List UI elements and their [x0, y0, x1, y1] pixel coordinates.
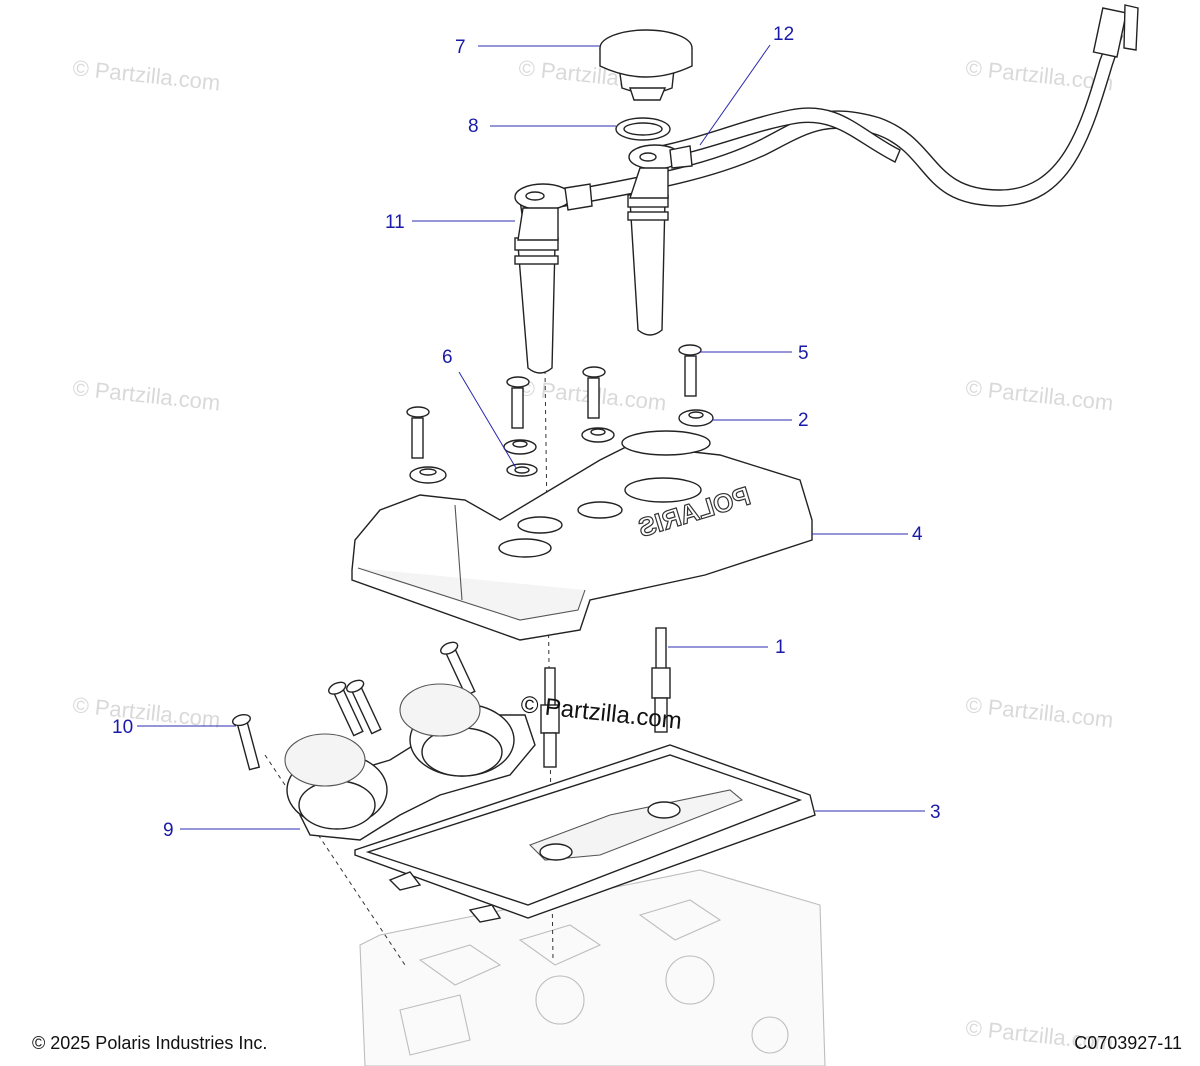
- ignition-coil-front: [514, 183, 593, 374]
- o-ring: [615, 117, 671, 141]
- leader-lines: [137, 44, 925, 830]
- cylinder-head-ghost: [359, 869, 826, 1066]
- diagram-code: C0703927-11: [1074, 1033, 1182, 1053]
- watermark-text: © Partzilla.com: [71, 375, 221, 415]
- ignition-coil-rear: [627, 144, 693, 336]
- intake-boots: [284, 683, 536, 841]
- grommets: [409, 409, 714, 484]
- valve-cover-gasket: [354, 744, 816, 923]
- callout-10: 10: [112, 717, 133, 738]
- callout-4: 4: [912, 524, 923, 545]
- callout-2: 2: [798, 410, 809, 431]
- copyright-text: © 2025 Polaris Industries Inc.: [32, 1033, 268, 1053]
- spark-plug-left: [540, 667, 560, 768]
- callout-6: 6: [442, 347, 453, 368]
- callout-9: 9: [163, 820, 174, 841]
- cover-bolts: [406, 344, 702, 459]
- watermark-text: © Partzilla.com: [964, 375, 1114, 415]
- callout-3: 3: [930, 802, 941, 823]
- bolt-2: [506, 376, 530, 429]
- breather-hose: [519, 4, 1139, 215]
- callouts: 1 2 3 4 5 6 7 8 9 10 11 12: [112, 24, 941, 841]
- washer: [506, 463, 538, 477]
- callout-1: 1: [775, 637, 786, 658]
- bolt-1: [406, 406, 430, 459]
- valve-cover: POLARIS: [351, 430, 813, 641]
- callout-8: 8: [468, 116, 479, 137]
- callout-5: 5: [798, 343, 809, 364]
- intake-bolts: [231, 641, 476, 771]
- oil-fill-cap: [599, 29, 693, 101]
- callout-11: 11: [385, 212, 405, 233]
- watermark-text: © Partzilla.com: [71, 55, 221, 95]
- callout-7: 7: [455, 37, 466, 58]
- bolt-3: [582, 366, 606, 419]
- callout-12: 12: [773, 24, 794, 45]
- watermark-text: © Partzilla.com: [964, 692, 1114, 732]
- bolt-4: [678, 344, 702, 397]
- spark-plug-right: [651, 627, 671, 733]
